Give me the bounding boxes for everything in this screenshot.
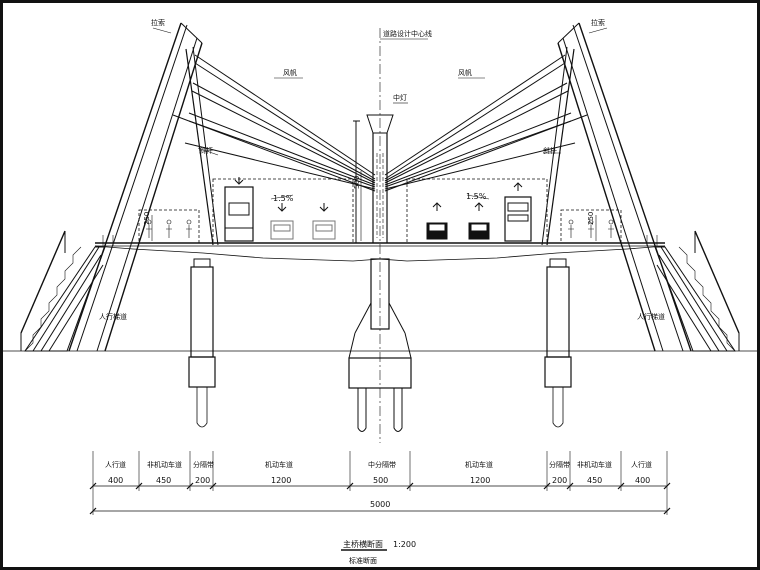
section-name-3: 分隔带 [193, 460, 214, 469]
section-width-4: 1200 [271, 476, 291, 485]
right-stair [654, 230, 740, 352]
label-stair-left: 人行梯道 [99, 312, 127, 321]
drawing-title: 主桥横断面 [343, 539, 383, 549]
label-stay-cable-left: 拉索 [151, 18, 165, 27]
pedestrians [146, 219, 614, 238]
section-name-9: 人行道 [631, 460, 652, 469]
central-pylon [353, 102, 408, 243]
vehicles-right [426, 182, 532, 242]
section-name-7: 分隔带 [549, 460, 570, 469]
section-name-8: 非机动车道 [577, 460, 612, 469]
label-height-right: 250 [587, 212, 595, 225]
right-cable-fan [384, 54, 588, 192]
label-slope-right: 1.5% [466, 192, 487, 201]
label-diagonal-right: 斜杆 [543, 146, 557, 155]
section-name-5: 中分隔带 [368, 460, 396, 469]
section-width-6: 1200 [470, 476, 490, 485]
label-sail-left: 风帆 [283, 68, 297, 77]
label-center-lamp: 中灯 [393, 93, 407, 102]
label-height-left: 250 [143, 212, 151, 225]
section-width-2: 450 [156, 476, 171, 485]
section-width-7: 200 [552, 476, 567, 485]
label-stay-cable-right: 拉索 [591, 18, 605, 27]
center-pier [348, 258, 412, 432]
left-cable-fan [172, 54, 376, 192]
drawing-subtitle: 标准断面 [349, 556, 377, 565]
vehicles-left [224, 177, 336, 242]
label-height-center: 500 [353, 176, 361, 189]
left-tower [68, 22, 219, 352]
section-width-3: 200 [195, 476, 210, 485]
section-name-6: 机动车道 [465, 460, 493, 469]
cross-section-drawing: 拉索 拉索 道路设计中心线 风帆 风帆 中灯 斜杆 斜杆 1.5% 1.5% 2… [3, 18, 757, 565]
drawing-scale: 1:200 [393, 540, 416, 549]
left-stair [20, 230, 106, 352]
section-name-1: 人行道 [105, 460, 126, 469]
section-width-1: 400 [108, 476, 123, 485]
section-width-9: 400 [635, 476, 650, 485]
section-width-5: 500 [373, 476, 388, 485]
dimension-lines [89, 451, 671, 515]
total-width: 5000 [370, 500, 390, 509]
label-center-line: 道路设计中心线 [383, 29, 432, 38]
clearance-envelopes [138, 178, 622, 244]
section-width-8: 450 [587, 476, 602, 485]
section-name-2: 非机动车道 [147, 460, 182, 469]
label-sail-right: 风帆 [458, 68, 472, 77]
section-name-4: 机动车道 [265, 460, 293, 469]
label-stair-right: 人行梯道 [637, 312, 665, 321]
label-diagonal-left: 斜杆 [199, 146, 213, 155]
left-pier [188, 258, 216, 428]
right-pier [544, 258, 572, 428]
right-tower [541, 22, 692, 352]
label-slope-left: 1.5% [273, 194, 294, 203]
